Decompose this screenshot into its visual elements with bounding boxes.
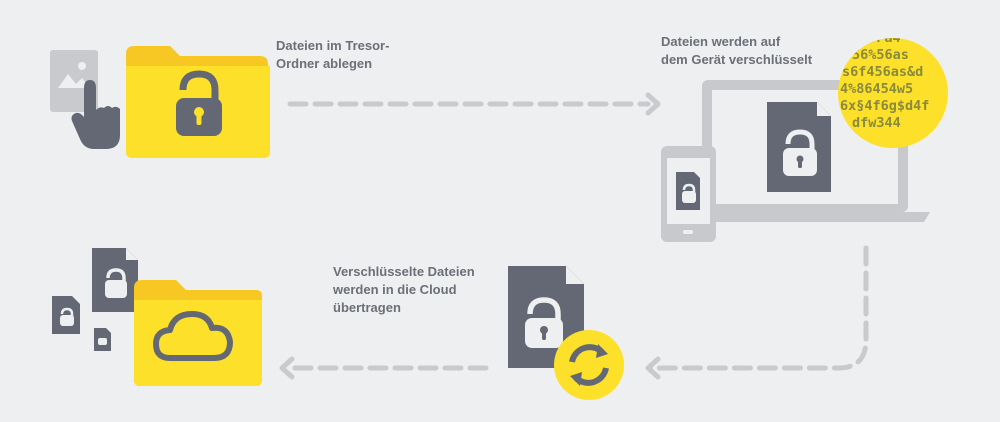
locked-file-icon (94, 328, 111, 351)
sync-icon (554, 330, 624, 400)
arrow-to-sync (645, 245, 869, 380)
cipher-line: s6f456as&d (842, 64, 923, 80)
small-locked-files (52, 248, 138, 351)
locked-file-icon (52, 296, 80, 334)
cipher-line: dfw344 (852, 115, 901, 131)
locked-file-icon (767, 102, 831, 192)
step3-caption: Verschlüsselte Dateien werden in die Clo… (332, 264, 478, 315)
arrow-to-cloud (279, 356, 489, 380)
phone-icon (661, 146, 716, 242)
locked-file-icon (92, 248, 138, 312)
cipher-line: +3Fa4 (860, 30, 901, 46)
cipher-line: 6x§4f6g$d4f (840, 98, 929, 114)
encrypted-data-coin: +3Fa4 56%56as s6f456as&d 4%86454w5 6x§4f… (838, 30, 948, 148)
locked-folder-icon (126, 46, 270, 158)
arrow-to-device (287, 92, 661, 116)
hand-pointer-icon (71, 80, 120, 149)
step1-caption: Dateien im Tresor- Ordner ablegen (276, 38, 393, 71)
cipher-line: 4%86454w5 (840, 81, 913, 97)
cipher-line: 56%56as (852, 47, 909, 63)
cloud-folder-icon (134, 280, 262, 386)
step2-caption: Dateien werden auf dem Gerät verschlüsse… (661, 34, 813, 67)
